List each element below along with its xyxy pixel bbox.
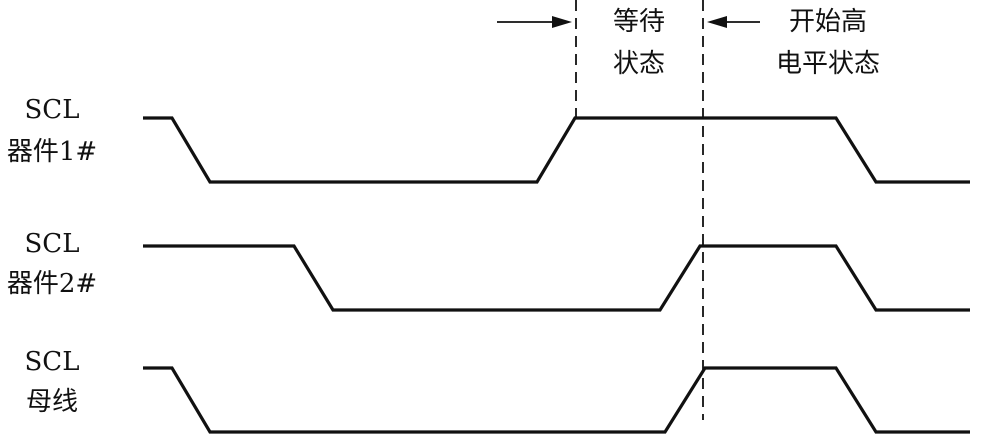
waveform-bus xyxy=(143,366,970,434)
waveform-device-1 xyxy=(143,116,970,184)
signal-3-bus-label: 母线 xyxy=(26,387,78,417)
signal-1-name: SCL xyxy=(25,95,80,125)
high-level-label-line1: 开始高 xyxy=(789,7,867,37)
right-arrow-icon xyxy=(552,16,572,28)
wait-state-label-line1: 等待 xyxy=(613,7,665,37)
waveform-device-2 xyxy=(143,244,970,312)
signal-2-name: SCL xyxy=(25,229,80,259)
wait-state-label-line2: 状态 xyxy=(613,49,665,79)
signal-1-device-label: 器件1# xyxy=(7,137,97,167)
signal-3-name: SCL xyxy=(25,347,80,377)
left-arrow-icon xyxy=(707,16,727,28)
signal-2-device-label: 器件2# xyxy=(7,269,97,299)
high-level-label-line2: 电平状态 xyxy=(776,49,880,79)
